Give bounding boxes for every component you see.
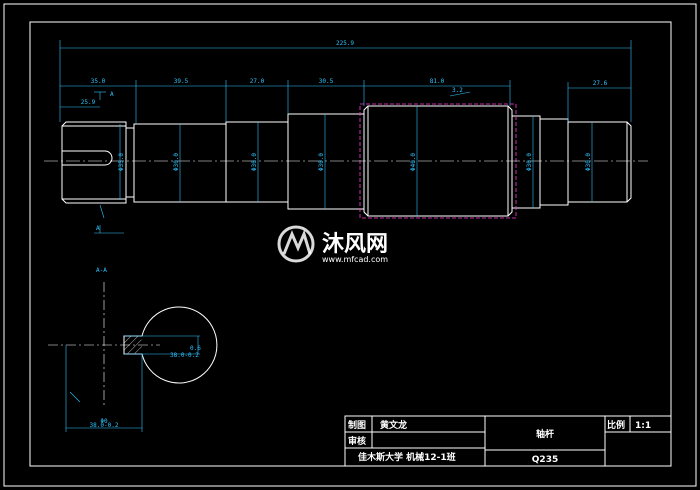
dim-key-depth: 0.6 [190, 345, 201, 352]
dim-dia-7: Φ30.0 [585, 153, 592, 171]
dim-seg6-length: 27.6 [593, 80, 608, 87]
section-title: A-A [96, 267, 107, 274]
watermark-brand: 沐风网 [322, 232, 388, 257]
dim-dia-1: Φ35.0 [118, 153, 125, 171]
dim-dia-4: Φ30.0 [318, 153, 325, 171]
section-view [48, 282, 218, 408]
dim-dia-6: Φ30.0 [526, 153, 533, 171]
dim-dia-3: Φ30.0 [251, 153, 258, 171]
dim-seg3-length: 27.0 [250, 78, 265, 85]
dim-seg2-length: 39.5 [174, 78, 189, 85]
shaft-main-view [61, 105, 632, 217]
dim-seg1-length: 35.0 [91, 78, 106, 85]
shaft-segment-4 [287, 113, 365, 210]
tb-draw-label: 制图 [348, 419, 366, 431]
watermark-url: www.mfcad.com [322, 255, 388, 264]
dim-dia-5: Φ40.0 [410, 153, 417, 171]
watermark: 沐风网 www.mfcad.com [277, 225, 388, 264]
dim-seg5-length: 81.0 [430, 78, 445, 85]
dim-key-width-tol: 38.0-0.2 [170, 352, 199, 359]
tb-scale-label: 比例 [607, 419, 625, 431]
dim-section-dia-tol: 38.0-0.2 [90, 422, 119, 429]
keyway [62, 150, 113, 166]
roughness-mark: 3.2 [452, 87, 463, 94]
outer-border [3, 3, 697, 487]
tb-part-name: 轴杆 [536, 428, 554, 440]
tb-material: Q235 [532, 455, 558, 465]
section-dimension-lines [65, 335, 200, 432]
watermark-logo-icon [277, 225, 315, 263]
dim-seg4-length: 30.5 [319, 78, 334, 85]
section-cut-mark-top: A [110, 91, 114, 98]
dim-section-dia: Φ0 [100, 418, 108, 425]
tb-school-class: 佳木斯大学 机械12-1班 [358, 451, 456, 463]
section-outline [123, 306, 218, 384]
shaft-segment-7 [539, 118, 569, 206]
dim-keyway-length: 25.9 [81, 99, 96, 106]
tb-check-label: 审核 [348, 435, 366, 447]
tb-drawer-name: 黄文龙 [380, 419, 407, 431]
dimension-lines [59, 40, 632, 234]
shaft-segment-5 [363, 105, 513, 217]
shaft-segment-8 [567, 121, 632, 203]
shaft-segment-1 [61, 121, 127, 204]
section-cut-mark-bottom: A [96, 225, 100, 232]
tb-scale-value: 1:1 [635, 421, 651, 431]
title-block [344, 415, 672, 467]
dim-dia-2: Φ30.0 [173, 153, 180, 171]
dim-overall-length: 225.9 [336, 40, 354, 47]
